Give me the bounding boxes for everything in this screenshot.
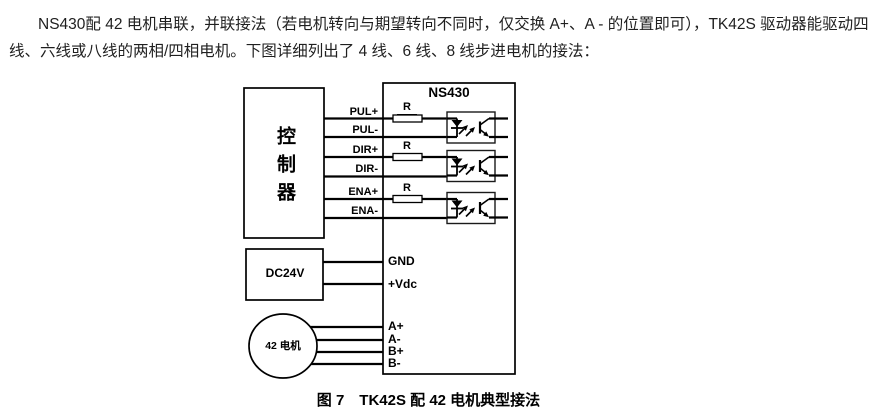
paragraph-line-2: 线、六线或八线的两相/四相电机。下图详细列出了 4 线、6 线、8 线步进电机的… [9,42,599,60]
pin-label-gnd: GND [388,254,415,268]
signal-label-dir-plus: DIR+ [352,144,378,156]
resistor-2 [392,152,423,162]
resistor-1 [392,114,423,123]
resistor-label-1: R [397,102,417,115]
signal-label-ena-minus: ENA- [351,205,378,217]
controller-label: 控制器 [274,126,295,210]
signal-label-dir-minus: DIR- [355,163,378,175]
resistor-3 [392,194,423,204]
pin-label-a-plus: A+ [388,319,404,333]
resistor-label-3: R [397,183,417,196]
power-wires [323,260,383,286]
pin-label-a-minus: A- [388,332,401,346]
pin-label-vdc: +Vdc [388,277,418,291]
pin-label-b-plus: B+ [388,344,404,358]
power-supply-label: DC24V [265,266,305,280]
power-supply-box [245,248,324,301]
signal-label-pul-minus: PUL- [352,124,378,136]
paragraph-line-1: NS430配 42 电机串联，并联接法（若电机转向与期望转向不同时，仅交换 A+… [38,16,869,33]
motor-label: 42 电机 [265,340,301,352]
signal-label-pul-plus: PUL+ [349,106,378,118]
resistor-label-2: R [397,141,417,154]
signal-wires [324,117,447,220]
controller-box [243,87,325,239]
figure-caption: 图 7 TK42S 配 42 电机典型接法 [316,392,541,409]
motor-circle [248,313,318,379]
pin-label-b-minus: B- [388,356,401,370]
signal-label-ena-plus: ENA+ [348,186,378,198]
driver-title: NS430 [428,85,470,100]
